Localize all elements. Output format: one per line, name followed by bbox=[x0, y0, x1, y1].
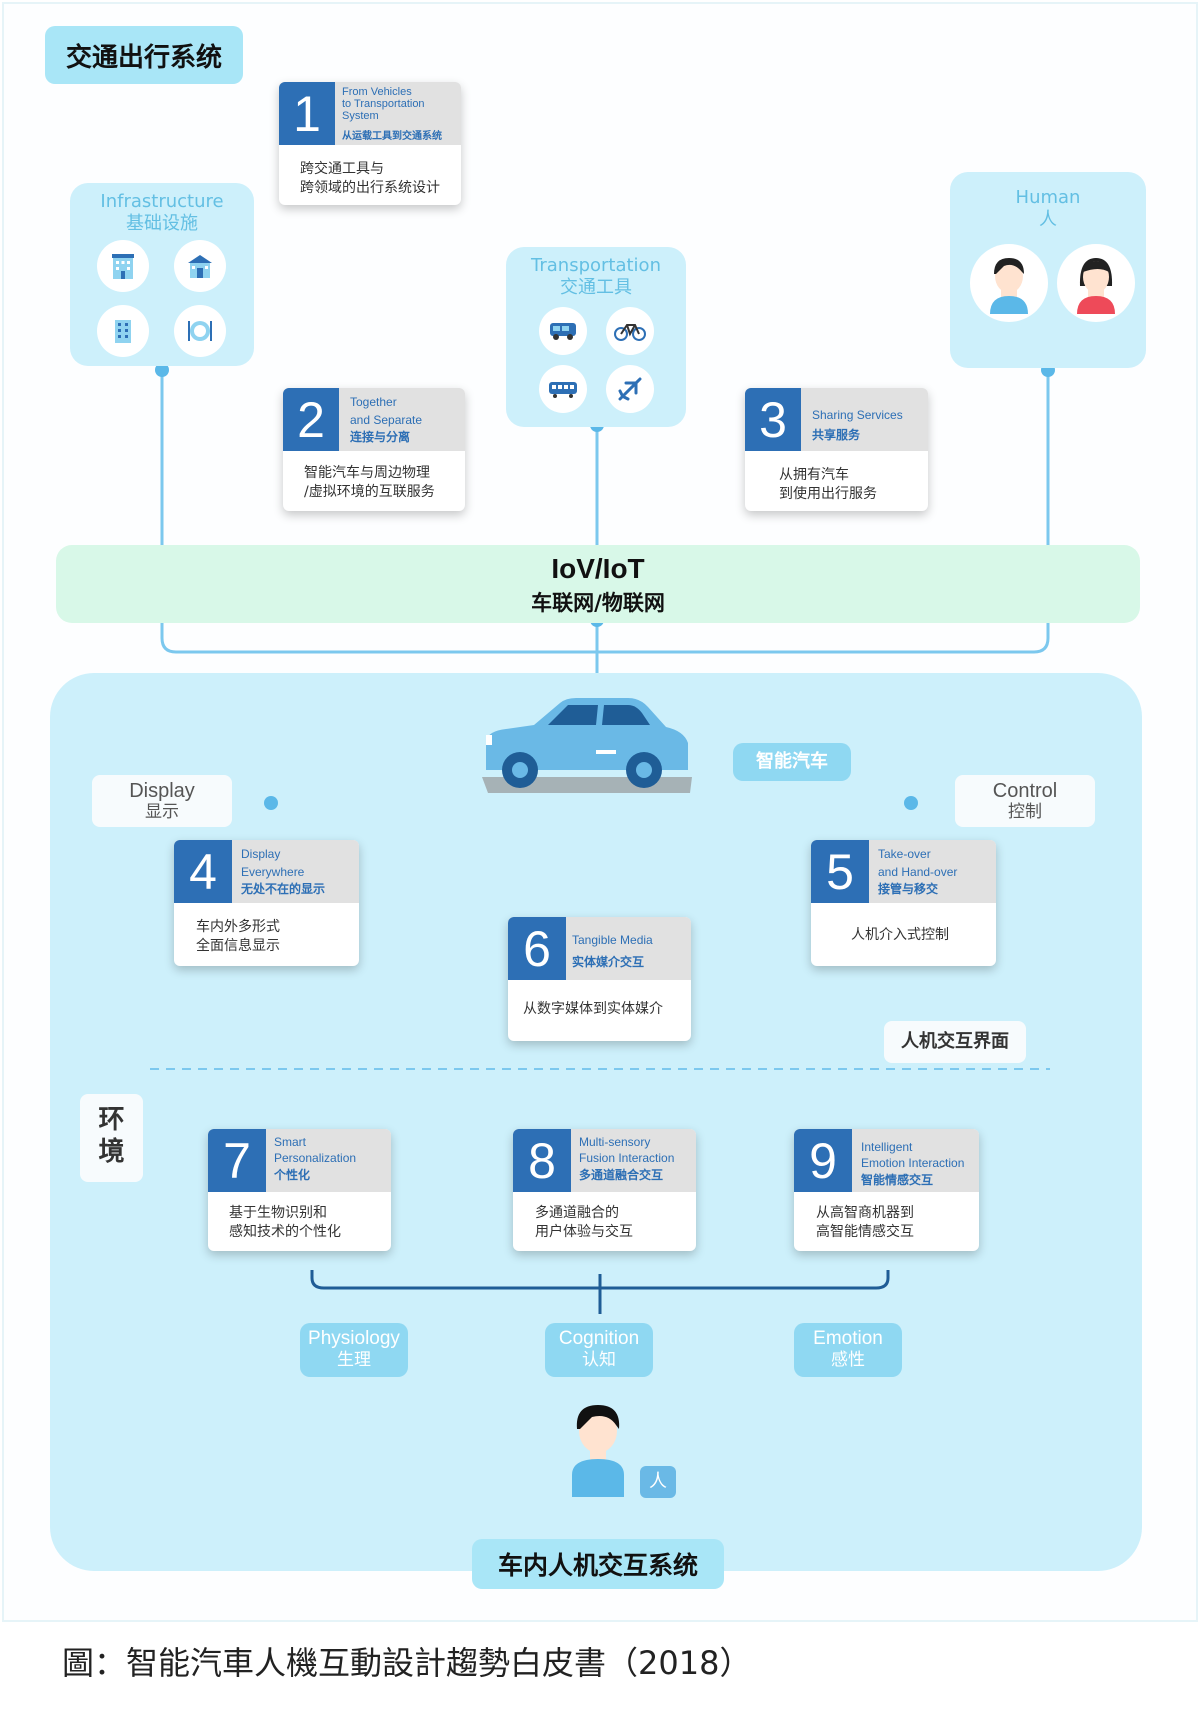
card-2-number: 2 bbox=[283, 388, 339, 451]
card-8-number: 8 bbox=[513, 1129, 571, 1192]
card-3-number: 3 bbox=[745, 388, 801, 451]
transportation-title-en: Transportation bbox=[531, 255, 661, 276]
car-icon bbox=[482, 698, 692, 793]
infrastructure-title-en: Infrastructure bbox=[100, 191, 224, 212]
diagram-title: 交通出行系统 bbox=[45, 26, 243, 84]
card-9: 9 Intelligent Emotion Interaction 智能情感交互… bbox=[794, 1129, 979, 1251]
hmi-label: 人机交互界面 bbox=[884, 1021, 1026, 1063]
card-2-title-cn: 连接与分离 bbox=[350, 430, 411, 444]
iov-title-en: IoV/IoT bbox=[551, 553, 645, 584]
card-3-description: 从拥有汽车 到使用出行服务 bbox=[779, 467, 877, 502]
card-5-title-en: Take-over and Hand-over bbox=[878, 847, 958, 879]
card-4-title-cn: 无处不在的显示 bbox=[241, 882, 326, 896]
display-control-dots bbox=[264, 796, 918, 810]
card-5-number: 5 bbox=[811, 840, 869, 903]
building-icon bbox=[97, 305, 149, 357]
iov-bar: IoV/IoT 车联网/物联网 bbox=[56, 545, 1140, 623]
card-4-description: 车内外多形式 全面信息显示 bbox=[196, 919, 280, 954]
card-7-title-cn: 个性化 bbox=[274, 1168, 311, 1182]
figure-caption: 圖：智能汽車人機互動設計趨勢白皮書（2018） bbox=[62, 1644, 752, 1682]
emotion-label-cn: 感性 bbox=[831, 1350, 865, 1370]
iov-title-cn: 车联网/物联网 bbox=[531, 591, 665, 615]
hotel-icon bbox=[97, 240, 149, 292]
card-7-description: 基于生物识别和 感知技术的个性化 bbox=[229, 1205, 341, 1240]
human-panel: Human 人 bbox=[950, 172, 1146, 368]
person-icon bbox=[572, 1405, 624, 1497]
man-avatar-icon bbox=[970, 244, 1048, 322]
dashed-divider bbox=[150, 1068, 1050, 1070]
card-7-title-en: Smart Personalization bbox=[274, 1135, 357, 1165]
station-icon bbox=[174, 240, 226, 292]
card-3-title-en: Sharing Services bbox=[812, 408, 903, 422]
card-8-title-en: Multi-sensory Fusion Interaction bbox=[579, 1135, 675, 1165]
card-1-description: 跨交通工具与 跨领域的出行系统设计 bbox=[300, 161, 440, 196]
card-4-title-en: Display Everywhere bbox=[241, 847, 305, 879]
card-1-title-en: From Vehicles to Transportation System bbox=[342, 86, 425, 122]
card-2-title-en: Together and Separate bbox=[350, 395, 423, 427]
card-5-description: 人机介入式控制 bbox=[851, 927, 949, 943]
physiology-label-cn: 生理 bbox=[337, 1350, 371, 1370]
card-1-number: 1 bbox=[279, 82, 335, 145]
physiology-label-en: Physiology bbox=[308, 1328, 400, 1349]
control-label-en: Control bbox=[992, 780, 1058, 802]
airplane-icon bbox=[606, 365, 654, 413]
transportation-panel: Transportation 交通工具 bbox=[506, 247, 686, 427]
control-label: Control 控制 bbox=[955, 775, 1095, 827]
restaurant-icon bbox=[174, 305, 226, 357]
infrastructure-title-cn: 基础设施 bbox=[126, 213, 198, 234]
card-4-number: 4 bbox=[174, 840, 232, 903]
card-8: 8 Multi-sensory Fusion Interaction 多通道融合… bbox=[513, 1129, 696, 1251]
physiology-label: Physiology 生理 bbox=[300, 1323, 408, 1377]
card-9-title-cn: 智能情感交互 bbox=[861, 1173, 934, 1187]
card-2-description: 智能汽车与周边物理 /虚拟环境的互联服务 bbox=[304, 465, 435, 500]
card-3: 3 Sharing Services 共享服务 从拥有汽车 到使用出行服务 bbox=[745, 388, 928, 511]
control-label-cn: 控制 bbox=[1008, 802, 1042, 822]
card-3-title-cn: 共享服务 bbox=[812, 428, 861, 442]
woman-avatar-icon bbox=[1057, 244, 1135, 322]
person-label: 人 bbox=[640, 1466, 676, 1498]
display-label-cn: 显示 bbox=[145, 802, 179, 822]
card-6-number: 6 bbox=[508, 917, 566, 980]
card-9-number: 9 bbox=[794, 1129, 852, 1192]
card-9-title-en: Intelligent Emotion Interaction bbox=[861, 1140, 965, 1170]
bicycle-icon bbox=[606, 307, 654, 355]
bus-icon bbox=[539, 307, 587, 355]
card-6: 6 Tangible Media 实体媒介交互 从数字媒体到实体媒介 bbox=[508, 917, 691, 1041]
card-7-number: 7 bbox=[208, 1129, 266, 1192]
emotion-label: Emotion 感性 bbox=[794, 1323, 902, 1377]
card-5: 5 Take-over and Hand-over 接管与移交 人机介入式控制 bbox=[811, 840, 996, 966]
emotion-label-en: Emotion bbox=[813, 1328, 883, 1349]
smart-car-label: 智能汽车 bbox=[733, 743, 851, 781]
card-4: 4 Display Everywhere 无处不在的显示 车内外多形式 全面信息… bbox=[174, 840, 359, 966]
in-car-hmi-system-title: 车内人机交互系统 bbox=[472, 1539, 724, 1589]
transportation-title-cn: 交通工具 bbox=[560, 277, 632, 298]
tram-icon bbox=[539, 365, 587, 413]
card-5-title-cn: 接管与移交 bbox=[878, 882, 939, 896]
cognition-label-en: Cognition bbox=[558, 1328, 640, 1349]
cognition-label: Cognition 认知 bbox=[545, 1323, 653, 1377]
card-1: 1 From Vehicles to Transportation System… bbox=[279, 82, 461, 205]
bracket-connector bbox=[310, 1270, 890, 1314]
human-title-cn: 人 bbox=[1039, 209, 1057, 230]
card-9-description: 从高智商机器到 高智能情感交互 bbox=[816, 1205, 914, 1240]
card-2: 2 Together and Separate 连接与分离 智能汽车与周边物理 … bbox=[283, 388, 465, 511]
environment-label: 环 境 bbox=[80, 1094, 143, 1182]
card-7: 7 Smart Personalization 个性化 基于生物识别和 感知技术… bbox=[208, 1129, 391, 1251]
card-6-title-en: Tangible Media bbox=[572, 933, 653, 947]
card-1-title-cn: 从运载工具到交通系统 bbox=[342, 131, 442, 142]
card-8-title-cn: 多通道融合交互 bbox=[579, 1168, 664, 1182]
human-title-en: Human bbox=[1015, 187, 1081, 208]
cognition-label-cn: 认知 bbox=[582, 1350, 616, 1370]
card-6-title-cn: 实体媒介交互 bbox=[572, 955, 645, 969]
card-8-description: 多通道融合的 用户体验与交互 bbox=[535, 1205, 633, 1240]
display-label-en: Display bbox=[129, 780, 195, 802]
display-label: Display 显示 bbox=[92, 775, 232, 827]
card-6-description: 从数字媒体到实体媒介 bbox=[523, 1001, 663, 1017]
infrastructure-panel: Infrastructure 基础设施 bbox=[70, 183, 254, 366]
